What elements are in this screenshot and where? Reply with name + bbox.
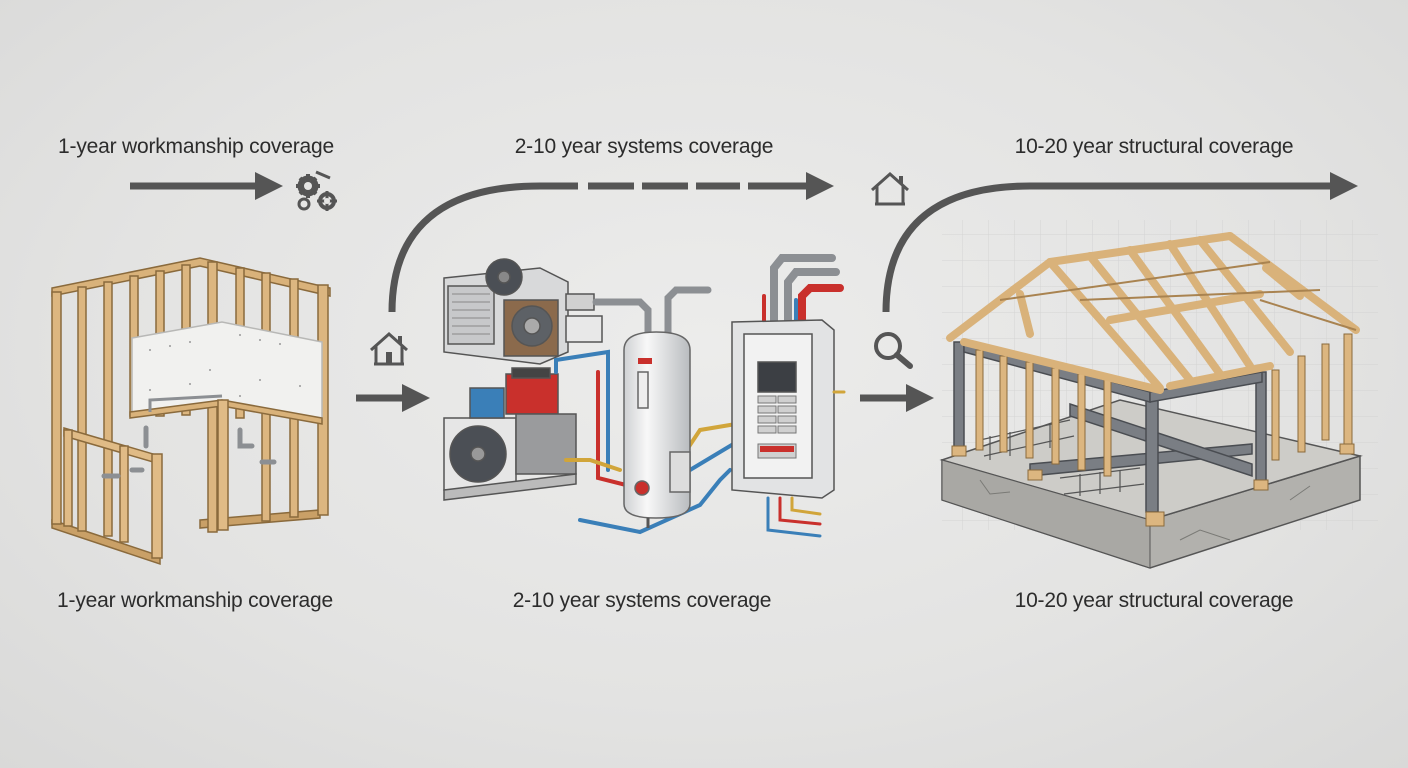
mid-arrow-1	[356, 384, 430, 412]
wood-frame-illustration	[51, 257, 331, 566]
stage1-bottom-label: 1-year workmanship coverage	[57, 589, 333, 612]
magnifier-icon	[874, 332, 913, 369]
systems-illustration	[443, 254, 846, 538]
top-arrow-stage2	[388, 172, 834, 313]
stage1-top-label: 1-year workmanship coverage	[58, 135, 334, 158]
water-heater	[623, 331, 691, 528]
stage2-bottom-label: 2-10 year systems coverage	[512, 589, 772, 612]
stage2-top-label: 2-10 year systems coverage	[514, 135, 774, 158]
house-icon	[871, 171, 909, 206]
stage3-top-label: 10-20 year structural coverage	[1014, 135, 1294, 158]
house-icon-small	[370, 331, 408, 366]
stage3-bottom-label: 10-20 year structural coverage	[1014, 589, 1294, 612]
air-handler-unit	[443, 258, 603, 365]
structural-illustration	[939, 220, 1378, 569]
condenser-unit	[443, 367, 577, 501]
gears-icon	[296, 170, 337, 211]
electrical-panel	[731, 319, 835, 499]
mid-arrow-2	[860, 384, 934, 412]
top-arrow-stage3	[882, 172, 1358, 313]
top-arrow-stage1	[130, 172, 283, 200]
